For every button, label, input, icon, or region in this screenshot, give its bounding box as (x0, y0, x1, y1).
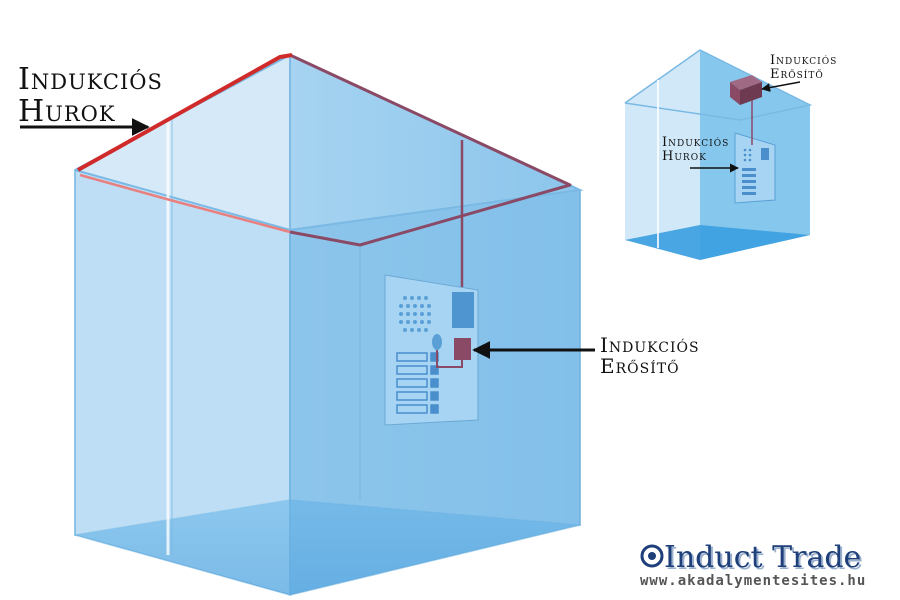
speaker-grille (399, 296, 431, 332)
label-line: Erősítő (770, 66, 824, 82)
label-line: Indukciós (600, 333, 700, 357)
label-line: Hurok (662, 148, 707, 164)
control-panel (384, 274, 479, 426)
small-cabin (624, 49, 813, 260)
brand-logo-icon (640, 544, 664, 568)
label-line: Indukciós (662, 135, 730, 150)
label-induction-loop: Indukciós Hurok (18, 64, 163, 127)
hearing-loop-icon (452, 292, 474, 328)
brand-name: Induct Trade (664, 540, 862, 575)
label-line: Erősítő (600, 354, 680, 378)
induction-loop-front-lower (79, 173, 291, 234)
amplifier-box (454, 338, 471, 360)
label-small-induction-amplifier: Indukciós Erősítő (770, 54, 837, 81)
label-small-induction-loop: Indukciós Hurok (662, 136, 729, 163)
induction-loop-back (289, 53, 572, 247)
front-left-glass (74, 169, 291, 596)
label-line: Hurok (18, 93, 116, 129)
label-line: Indukciós (18, 62, 163, 97)
label-induction-amplifier: Indukciós Erősítő (600, 335, 700, 377)
brand-url: www.akadalymentesites.hu (640, 573, 867, 589)
camera-icon (432, 334, 442, 350)
floor-buttons (396, 352, 439, 414)
brand-block: Induct Trade www.akadalymentesites.hu (640, 540, 890, 589)
label-line: Indukciós (770, 53, 838, 68)
small-amplifier-box (730, 75, 762, 105)
main-cabin (20, 53, 595, 596)
small-arrow-to-amp (761, 81, 801, 92)
